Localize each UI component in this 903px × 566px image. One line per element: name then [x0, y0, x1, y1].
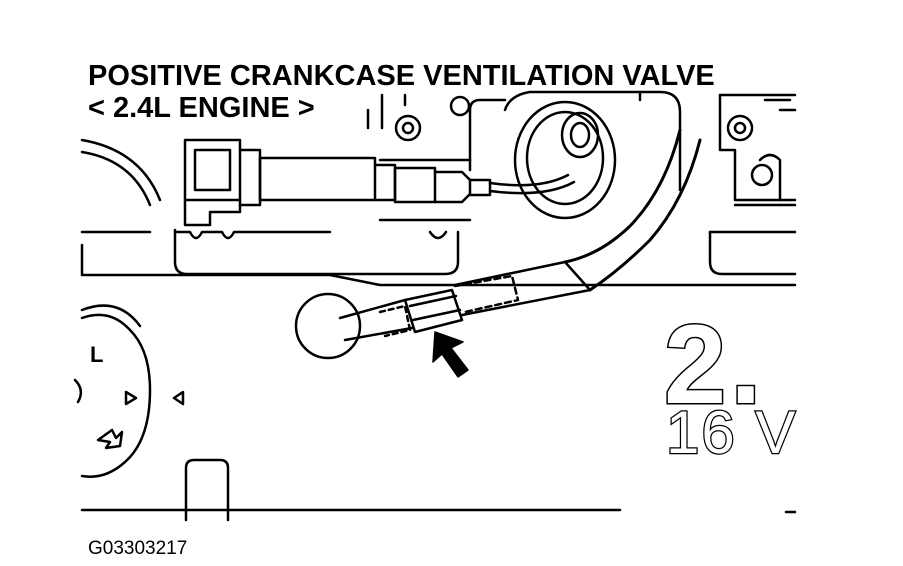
electrical-connector: [183, 138, 397, 227]
lower-engine-block: [80, 458, 797, 522]
left-hose: [80, 138, 162, 207]
diagram-subtitle: < 2.4L ENGINE >: [88, 92, 315, 124]
figure-id: G03303217: [88, 538, 188, 559]
right-bracket: [708, 93, 797, 276]
diagram-title: POSITIVE CRANKCASE VENTILATION VALVE: [88, 60, 715, 92]
sensor-plug: [393, 166, 576, 204]
engine-emboss-valves: 16 V: [665, 398, 798, 468]
oil-filler-cap: [73, 304, 185, 478]
valve-cover-grommet: [294, 292, 414, 360]
upper-engine-block: [80, 93, 797, 287]
pcv-valve-arrow: [432, 331, 469, 378]
breather-hose: [453, 128, 702, 317]
breather-boss: [503, 90, 682, 220]
mounting-bolts: [394, 95, 754, 142]
cap-marking-letter: L: [90, 342, 104, 367]
pcv-valve: [378, 274, 520, 338]
engine-emboss-displacement: 2.: [662, 301, 766, 429]
